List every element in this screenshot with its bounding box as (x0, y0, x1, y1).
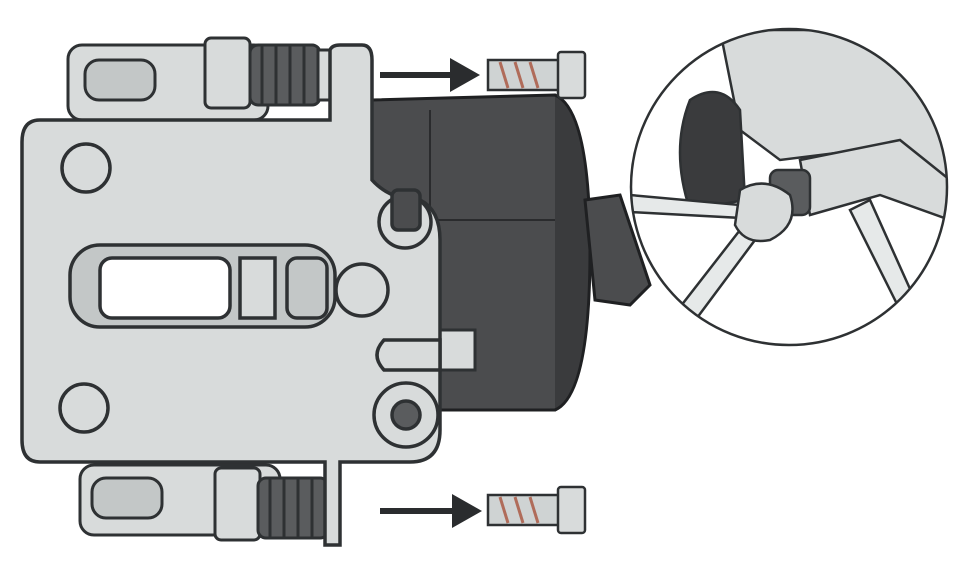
lower-caliper-bolt-head (390, 399, 422, 431)
caliper-body (20, 43, 442, 547)
inset-wrench (631, 182, 794, 332)
top-guide-pin-assembly (66, 36, 338, 122)
parking-brake-motor (370, 93, 652, 412)
motor-connector (583, 193, 652, 307)
top-bolt (486, 50, 587, 100)
top-removal-arrow (380, 58, 480, 92)
bottom-rubber-boot (256, 476, 330, 540)
bottom-removal-arrow (380, 494, 482, 528)
detail-inset-wrench-on-bolt (629, 27, 949, 347)
mounting-hole-top (60, 142, 112, 194)
bottom-bolt (486, 485, 587, 535)
bleeder-screw (390, 188, 422, 232)
mounting-hole-bottom (58, 382, 110, 434)
bottom-guide-pin-assembly (78, 463, 330, 542)
top-rubber-boot (248, 43, 322, 107)
